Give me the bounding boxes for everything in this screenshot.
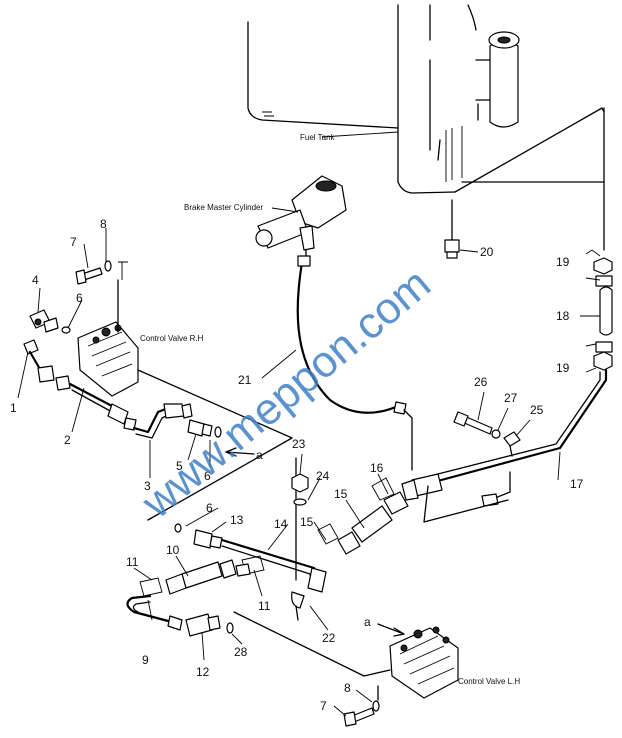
brake-master-cylinder-label: Brake Master Cylinder bbox=[184, 203, 263, 212]
callout-22: 22 bbox=[322, 631, 336, 645]
brake-master-cylinder bbox=[255, 175, 347, 263]
callout-7-lower: 7 bbox=[320, 699, 327, 713]
callout-13: 13 bbox=[230, 513, 244, 527]
bolt-7-upper bbox=[75, 260, 112, 285]
control-valve-rh-label: Control Valve R.H bbox=[140, 334, 204, 343]
callout-7-upper: 7 bbox=[70, 235, 77, 249]
callout-5: 5 bbox=[176, 459, 183, 473]
callout-24: 24 bbox=[316, 469, 330, 483]
nut-23-washer-24 bbox=[291, 473, 309, 506]
leader-lines bbox=[17, 228, 600, 717]
bolt-26-washer-27-elbow-25 bbox=[453, 411, 521, 457]
callout-27: 27 bbox=[504, 391, 518, 405]
callout-20: 20 bbox=[480, 245, 494, 259]
callout-3: 3 bbox=[144, 479, 151, 493]
callout-19-upper: 19 bbox=[556, 255, 570, 269]
callout-numbers: 1 2 3 4 5 6 6 6 7 7 8 8 9 10 11 11 12 13… bbox=[10, 217, 584, 713]
callout-9: 9 bbox=[142, 653, 149, 667]
bent-pipe-3 bbox=[132, 403, 193, 439]
callout-26: 26 bbox=[474, 375, 488, 389]
fuel-tank-label: Fuel Tank bbox=[300, 133, 336, 142]
o-ring-6-upper bbox=[61, 326, 71, 334]
hose-assembly-2 bbox=[23, 339, 137, 431]
pipe-9 bbox=[126, 594, 183, 631]
callout-12: 12 bbox=[196, 665, 210, 679]
callout-19-lower: 19 bbox=[556, 361, 570, 375]
connection-mark-a-upper: a bbox=[256, 448, 263, 462]
callout-1: 1 bbox=[10, 401, 17, 415]
callout-4: 4 bbox=[32, 273, 39, 287]
callout-8-lower: 8 bbox=[344, 681, 351, 695]
control-valve-lh-label: Control Valve L.H bbox=[458, 677, 520, 686]
callout-16: 16 bbox=[370, 461, 384, 475]
callout-18: 18 bbox=[556, 309, 570, 323]
callout-23: 23 bbox=[292, 437, 306, 451]
callout-17: 17 bbox=[570, 477, 584, 491]
callout-21: 21 bbox=[238, 373, 252, 387]
bolt-7-lower bbox=[343, 700, 380, 727]
callout-8-upper: 8 bbox=[100, 217, 107, 231]
return-pipe-assembly bbox=[401, 249, 613, 523]
watermark: www.meppon.com bbox=[132, 259, 440, 528]
adapter-5 bbox=[187, 419, 222, 438]
o-ring-6-lower bbox=[174, 523, 182, 533]
callout-6-upper: 6 bbox=[76, 291, 83, 305]
fuel-tank bbox=[247, 4, 605, 194]
callout-6-lower: 6 bbox=[206, 501, 213, 515]
elbow-fitting-20 bbox=[444, 199, 460, 259]
callout-25: 25 bbox=[530, 403, 544, 417]
adapter-12 bbox=[185, 613, 221, 637]
hose-15 bbox=[317, 477, 409, 555]
connection-mark-a-lower: a bbox=[364, 615, 371, 629]
pipe-14 bbox=[220, 457, 327, 593]
callout-11-right: 11 bbox=[258, 599, 271, 613]
callout-6-middle: 6 bbox=[204, 469, 211, 483]
control-valve-rh bbox=[77, 261, 293, 521]
callout-15-left: 15 bbox=[300, 515, 314, 529]
callout-11-left: 11 bbox=[126, 555, 139, 569]
callout-2: 2 bbox=[64, 433, 71, 447]
callout-10: 10 bbox=[166, 543, 180, 557]
control-valve-lh bbox=[233, 611, 459, 701]
elbow-fitting-4 bbox=[29, 309, 59, 333]
callout-15-right: 15 bbox=[334, 487, 348, 501]
hose-10 bbox=[139, 555, 265, 597]
o-ring-28 bbox=[226, 622, 234, 634]
callout-14: 14 bbox=[274, 517, 288, 531]
callout-28: 28 bbox=[234, 645, 248, 659]
elbow-22 bbox=[291, 591, 305, 621]
adapter-13 bbox=[193, 529, 223, 549]
